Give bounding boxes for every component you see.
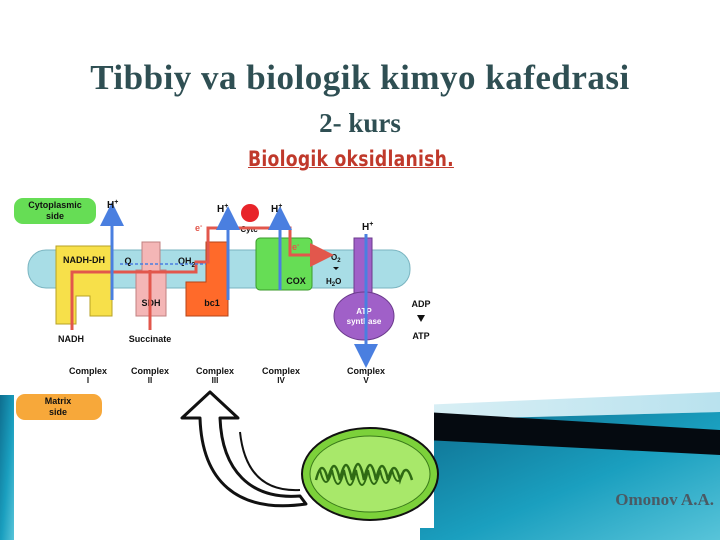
atp-synthase-stalk bbox=[353, 237, 373, 299]
mitochondrion-illustration bbox=[301, 427, 439, 521]
atp-label: ATP bbox=[412, 331, 429, 341]
author-name: Omonov A.A. bbox=[615, 490, 714, 509]
o2-to-h2o-arrow bbox=[333, 267, 339, 270]
topic-title: Biologik oksidlanish. bbox=[248, 147, 454, 171]
cox-label: COX bbox=[286, 276, 306, 286]
curved-zoom-arrow-inner bbox=[239, 431, 301, 492]
succinate-label: Succinate bbox=[129, 334, 172, 344]
nadh-dh-label: NADH-DH bbox=[63, 255, 105, 265]
complex-iv-numeral: IV bbox=[277, 376, 285, 385]
proton-label-1: H+ bbox=[107, 199, 118, 211]
complex-iii-numeral: III bbox=[212, 376, 219, 385]
electron-label-1: e- bbox=[195, 223, 203, 233]
atp-synthase-line2: synthase bbox=[347, 317, 382, 326]
proton-label-4: H+ bbox=[362, 221, 373, 233]
adp-to-atp-arrow bbox=[417, 315, 425, 322]
o2-label: O2 bbox=[331, 253, 341, 264]
background-left-teal bbox=[0, 395, 14, 540]
matrix-side-line2: side bbox=[49, 407, 67, 417]
electron-label-2: e- bbox=[292, 242, 300, 252]
cytoplasmic-side-line1: Cytoplasmic bbox=[28, 200, 82, 210]
background-dark-wedge bbox=[425, 412, 720, 455]
proton-label-3: H+ bbox=[271, 203, 282, 215]
nadh-label: NADH bbox=[58, 334, 84, 344]
matrix-side-line1: Matrix bbox=[45, 396, 72, 406]
complex-iii-name: Complex bbox=[196, 366, 234, 376]
complex-ii-name: Complex bbox=[131, 366, 169, 376]
complex-i-name: Complex bbox=[69, 366, 107, 376]
curved-zoom-arrow bbox=[180, 390, 308, 508]
cytochrome-c-circle bbox=[241, 204, 259, 222]
cytoplasmic-side-line2: side bbox=[46, 211, 64, 221]
complex-iv-name: Complex bbox=[262, 366, 300, 376]
complex-v-name: Complex bbox=[347, 366, 385, 376]
background-light-band bbox=[420, 392, 720, 420]
page-title: Tibbiy va biologik kimyo kafedrasi bbox=[90, 58, 630, 97]
bc1-label: bc1 bbox=[204, 298, 220, 308]
proton-label-2: H+ bbox=[217, 203, 228, 215]
adp-label: ADP bbox=[411, 299, 430, 309]
qh2-label: QH2 bbox=[178, 256, 196, 269]
cytoplasmic-side-badge bbox=[14, 198, 96, 224]
atp-synthase-line1: ATP bbox=[356, 307, 372, 316]
complex-v-numeral: V bbox=[363, 376, 369, 385]
course-label: 2- kurs bbox=[319, 108, 401, 138]
h2o-label: H2O bbox=[326, 277, 341, 288]
matrix-side-badge bbox=[16, 394, 102, 420]
complex-ii-numeral: II bbox=[148, 376, 152, 385]
complex-i-numeral: I bbox=[87, 376, 89, 385]
atp-synthase-head bbox=[333, 291, 395, 341]
q-label: Q bbox=[124, 256, 131, 266]
